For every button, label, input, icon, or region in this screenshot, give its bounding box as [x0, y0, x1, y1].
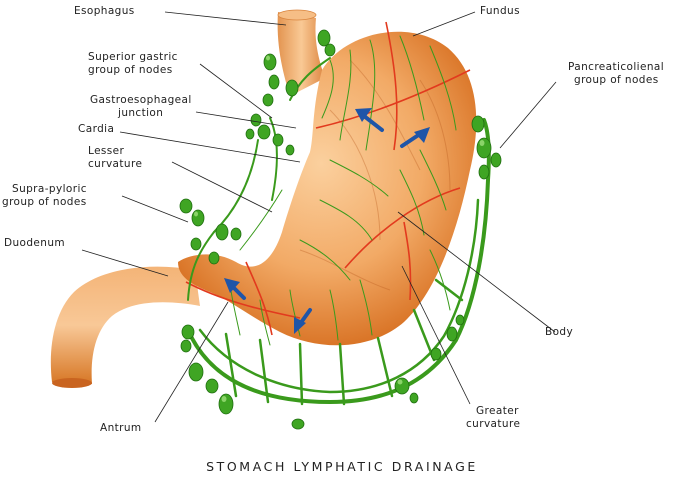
arrow-icon: [294, 308, 312, 334]
lymph-node: [205, 378, 219, 394]
lymph-node: [230, 227, 242, 241]
label-body: Body: [545, 326, 573, 338]
label-fundus: Fundus: [480, 5, 520, 17]
lymph-node: [245, 128, 255, 140]
label-cardia: Cardia: [78, 123, 114, 135]
lymph-node: [430, 347, 442, 361]
lymph-node: [285, 79, 299, 97]
lymph-node: [478, 164, 490, 180]
esophagus-shape: [277, 9, 325, 96]
labels: Esophagus Fundus Superior gastric group …: [2, 5, 664, 434]
duodenum-shape: [50, 266, 201, 388]
lymph-node: [180, 339, 192, 353]
lymph-node: [455, 314, 465, 326]
lymph-node: [263, 53, 277, 71]
lymph-node: [218, 393, 234, 415]
lymph-node: [394, 377, 410, 395]
lymph-node: [250, 113, 262, 127]
label-suprapyloric-2: group of nodes: [2, 196, 87, 208]
label-lesser-curvature-2: curvature: [88, 158, 142, 170]
stomach-shape: [178, 31, 477, 346]
label-lesser-curvature: Lesser: [88, 145, 125, 157]
lymph-node: [179, 198, 193, 214]
lymph-node: [446, 326, 458, 342]
lymph-node: [268, 74, 280, 90]
label-gastroesophageal-2: junction: [117, 107, 163, 119]
lymph-node: [215, 223, 229, 241]
label-antrum: Antrum: [100, 422, 142, 434]
label-greater-curvature-2: curvature: [466, 418, 520, 430]
label-greater-curvature: Greater: [476, 405, 519, 417]
arrow-icon: [355, 108, 384, 132]
leader-lines: [81, 11, 557, 423]
lymph-node: [490, 152, 502, 168]
drainage-arrows: [224, 108, 430, 334]
lymph-node: [324, 43, 336, 57]
label-pancreaticolienal: Pancreaticolienal: [568, 61, 664, 73]
label-superior-gastric-2: group of nodes: [88, 64, 173, 76]
label-duodenum: Duodenum: [4, 237, 65, 249]
lymph-node: [208, 251, 220, 265]
label-esophagus: Esophagus: [74, 5, 135, 17]
lymph-node: [190, 237, 202, 251]
label-gastroesophageal: Gastroesophageal: [90, 94, 192, 106]
lymph-node: [476, 137, 492, 159]
label-suprapyloric: Supra-pyloric: [12, 183, 87, 195]
lymph-node: [285, 144, 295, 156]
lymph-node: [272, 133, 284, 147]
lymph-node: [257, 124, 271, 140]
lymph-node: [262, 93, 274, 107]
lymph-node: [181, 324, 195, 340]
diagram-title: STOMACH LYMPHATIC DRAINAGE: [206, 459, 478, 474]
arrow-icon: [224, 278, 246, 300]
lymph-node: [291, 418, 305, 430]
lymph-nodes: [179, 29, 502, 430]
label-superior-gastric: Superior gastric: [88, 51, 178, 63]
lymph-node: [188, 362, 204, 382]
lymph-node: [471, 115, 485, 133]
lymph-node: [191, 209, 205, 227]
arrow-icon: [400, 127, 430, 148]
lymph-node: [317, 29, 331, 47]
region-lines: [185, 21, 471, 336]
lymph-node: [409, 392, 419, 404]
label-pancreaticolienal-2: group of nodes: [574, 74, 659, 86]
